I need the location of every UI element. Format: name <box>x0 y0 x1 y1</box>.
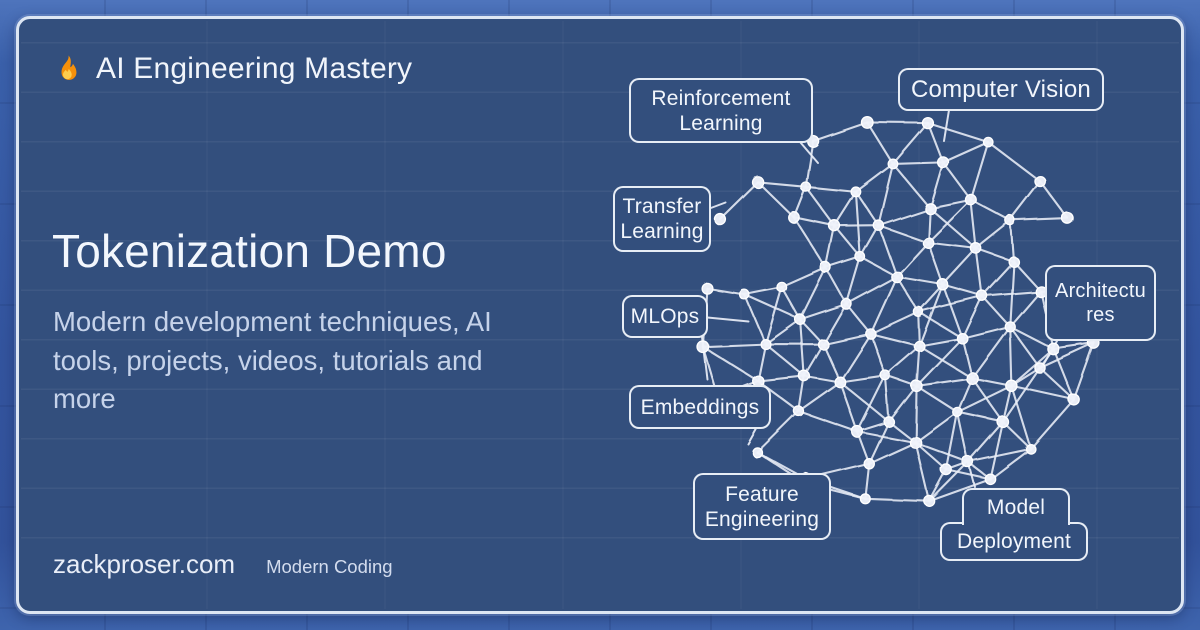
network-label-embeddings: Embeddings <box>629 385 771 429</box>
label-line: Deployment <box>956 530 1072 553</box>
subtitle-line: Modern development techniques, AI <box>53 306 492 337</box>
label-line: Embeddings <box>640 395 760 419</box>
site-url: zackproser.com <box>53 549 236 579</box>
site-tagline: Modern Coding <box>266 556 393 577</box>
network-label-computer-vision: Computer Vision <box>898 68 1104 111</box>
page-title: Tokenization Demo <box>52 225 447 277</box>
subtitle-line: tools, projects, videos, tutorials and <box>53 344 483 376</box>
label-line: Feature <box>725 482 799 506</box>
network-label-model-deployment-bottom: Deployment <box>940 522 1088 561</box>
page-subtitle: Modern development techniques, AI tools,… <box>53 303 492 419</box>
network-label-feature-engineering: Feature Engineering <box>693 473 831 540</box>
network-label-transfer-learning: Transfer Learning <box>613 186 711 252</box>
label-line: MLOps <box>630 305 700 328</box>
network-label-model-deployment-top: Model <box>962 488 1070 525</box>
label-line: Reinforcement <box>651 86 791 110</box>
brand-name: AI Engineering Mastery <box>96 52 413 85</box>
flame-icon <box>61 54 77 80</box>
label-line: Learning <box>620 220 704 243</box>
network-label-mlops: MLOps <box>622 295 708 338</box>
network-label-reinforcement-learning: Reinforcement Learning <box>629 78 813 143</box>
label-line: Transfer <box>622 195 702 218</box>
network-label-architectures: Architectu res <box>1045 265 1156 341</box>
brand-header: AI Engineering Mastery <box>53 52 412 86</box>
label-line: Computer Vision <box>911 76 1091 103</box>
label-line: Model <box>986 496 1046 519</box>
subtitle-line: more <box>53 383 116 414</box>
label-line: Learning <box>679 111 763 135</box>
footer: zackproser.com Modern Coding <box>53 549 393 580</box>
label-line: res <box>1086 304 1115 326</box>
label-line: Engineering <box>704 507 820 531</box>
label-line: Architectu <box>1055 280 1146 302</box>
